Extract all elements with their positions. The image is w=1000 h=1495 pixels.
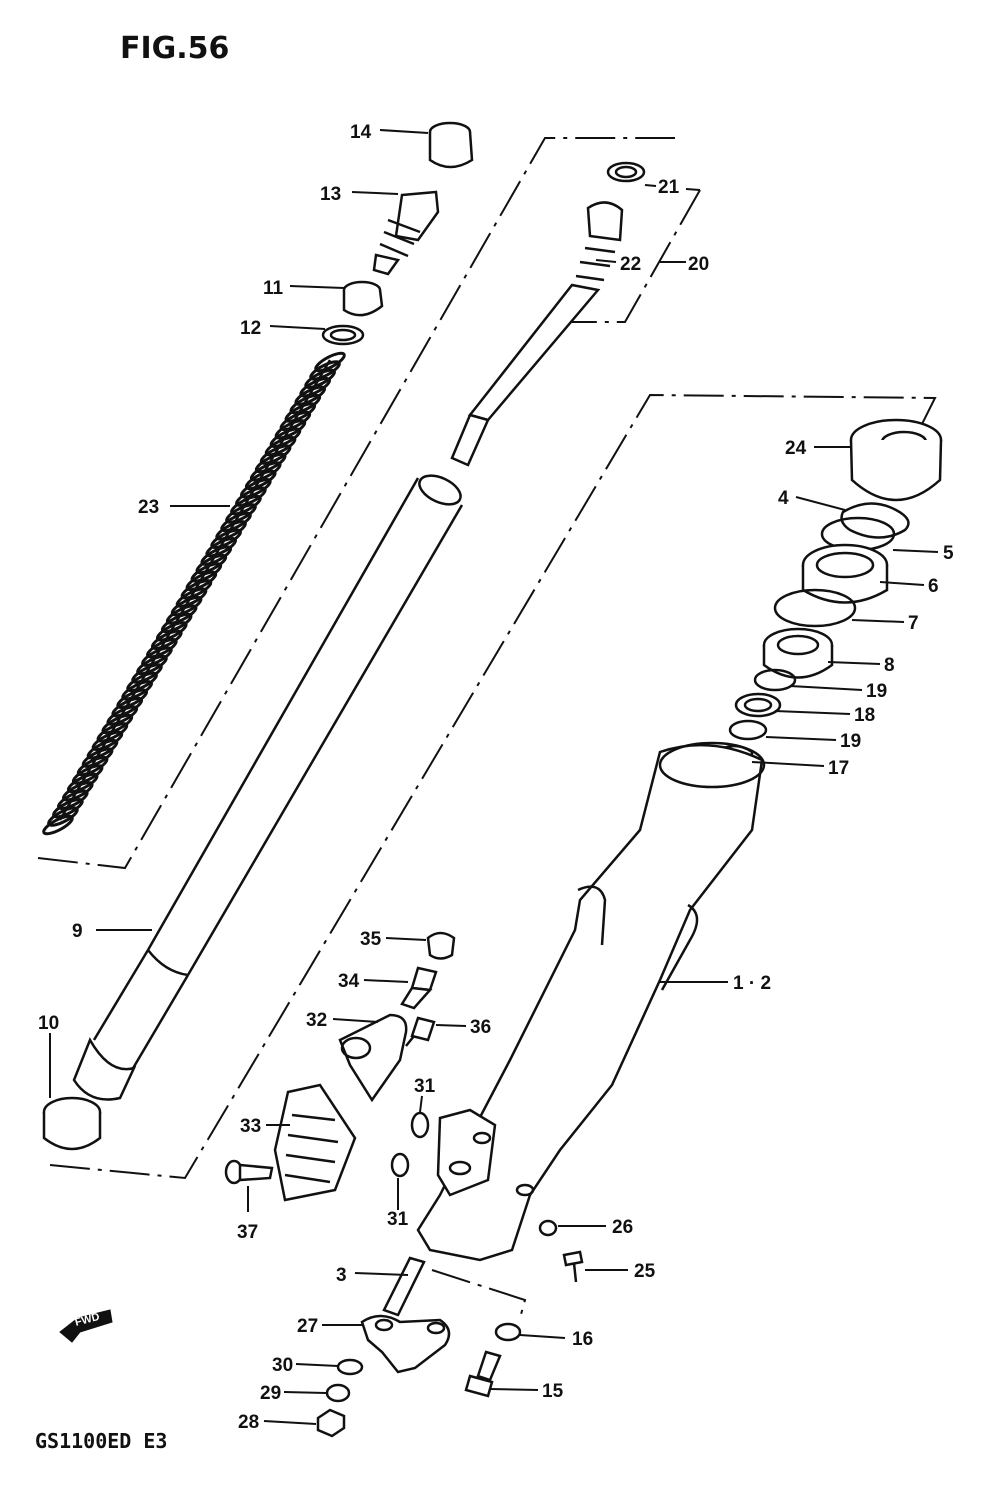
label-36: 36 — [470, 1017, 491, 1038]
label-8: 8 — [884, 655, 895, 676]
part-caliper-screw — [405, 1016, 436, 1047]
label-7: 7 — [908, 613, 919, 634]
label-1-2: 1 · 2 — [733, 973, 771, 994]
label-24: 24 — [785, 438, 807, 459]
label-21: 21 — [658, 177, 680, 198]
part-labels: 14 13 11 12 21 22 20 23 24 4 5 6 7 8 19 … — [38, 122, 954, 1433]
figure-title: FIG.56 — [120, 31, 229, 66]
label-28: 28 — [238, 1412, 259, 1433]
part-drain-screw — [562, 1250, 584, 1283]
part-bleeder-valve — [400, 966, 438, 1010]
label-30: 30 — [272, 1355, 293, 1376]
part-cap-bolt — [372, 190, 440, 276]
part-washer — [321, 324, 365, 346]
part-axle-holder — [360, 1314, 451, 1374]
part-holder-bolt — [464, 1350, 502, 1398]
label-29: 29 — [260, 1383, 281, 1404]
label-6: 6 — [928, 576, 939, 597]
label-18: 18 — [854, 705, 875, 726]
part-fork-spring — [42, 351, 346, 836]
label-13: 13 — [320, 184, 341, 205]
part-outer-tube — [416, 741, 766, 1262]
label-9: 9 — [72, 921, 83, 942]
fwd-arrow-icon: FWD — [59, 1309, 113, 1343]
part-inner-tube — [72, 474, 464, 1101]
part-cap — [428, 121, 474, 169]
label-15: 15 — [542, 1381, 564, 1402]
bracket-axle-holder-group — [431, 1269, 527, 1319]
part-slide-bushing — [42, 1096, 102, 1151]
part-axle-nut — [316, 1408, 346, 1438]
label-5: 5 — [943, 543, 954, 564]
part-o-ring-upper — [410, 1111, 430, 1139]
bracket-spring-group — [37, 137, 675, 870]
part-damper-rod — [450, 161, 646, 467]
label-31-upper: 31 — [414, 1076, 436, 1097]
part-drain-gasket — [538, 1219, 558, 1237]
label-31-lower: 31 — [387, 1209, 409, 1230]
part-cover-bolt — [224, 1159, 274, 1185]
part-gasket-lower — [728, 719, 768, 741]
label-32: 32 — [306, 1010, 327, 1031]
part-cylinder-seat — [734, 692, 782, 718]
label-10: 10 — [38, 1013, 59, 1034]
label-4: 4 — [778, 488, 789, 509]
part-spacer-ring — [342, 280, 384, 317]
part-spring-washer — [325, 1383, 351, 1403]
part-gasket-upper — [753, 668, 797, 692]
label-37: 37 — [237, 1222, 258, 1243]
label-25: 25 — [634, 1261, 656, 1282]
label-16: 16 — [572, 1329, 593, 1350]
label-23: 23 — [138, 497, 159, 518]
label-14: 14 — [350, 122, 372, 143]
part-drain-washer — [494, 1322, 522, 1342]
label-27: 27 — [297, 1316, 318, 1337]
label-19-lower: 19 — [840, 731, 861, 752]
part-o-ring-lower — [390, 1152, 410, 1178]
part-oil-seal-washer — [773, 588, 857, 628]
bracket-damper-rod-group — [560, 189, 701, 323]
label-11: 11 — [263, 278, 284, 299]
label-20: 20 — [688, 254, 709, 275]
part-dust-seal — [849, 418, 943, 502]
part-oil-seal — [801, 543, 889, 604]
part-axle-washer — [336, 1358, 364, 1376]
bracket-fork-tube-group — [49, 393, 937, 1180]
label-3: 3 — [336, 1265, 347, 1286]
label-35: 35 — [360, 929, 382, 950]
grouping-brackets — [37, 137, 937, 1319]
model-code: GS1100ED E3 — [35, 1429, 167, 1453]
label-22: 22 — [620, 254, 641, 275]
part-caliper-body — [338, 1013, 408, 1103]
label-19-upper: 19 — [866, 681, 887, 702]
label-34: 34 — [338, 971, 360, 992]
part-stud-bolt — [382, 1256, 426, 1317]
label-17: 17 — [828, 758, 849, 779]
label-12: 12 — [240, 318, 261, 339]
leader-lines — [49, 129, 939, 1425]
part-bleed-cap — [426, 931, 456, 960]
part-brake-cover — [273, 1083, 357, 1202]
part-stopper-ring — [840, 502, 910, 539]
label-33: 33 — [240, 1116, 261, 1137]
label-26: 26 — [612, 1217, 633, 1238]
